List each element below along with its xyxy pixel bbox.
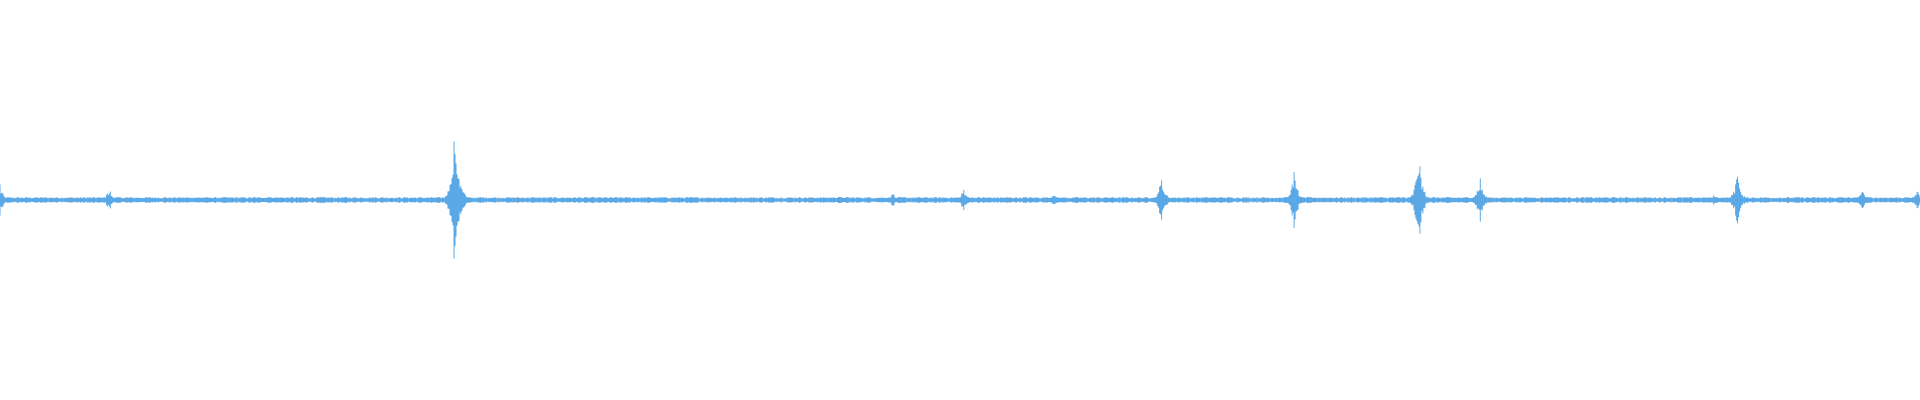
waveform-spike <box>882 194 904 206</box>
waveform-spike <box>1851 192 1873 208</box>
waveform-spike-path <box>1408 166 1430 234</box>
waveform-spike <box>1283 172 1305 228</box>
waveform-spike <box>1408 166 1430 234</box>
waveform-spike-path <box>450 186 472 214</box>
waveform-spike-path <box>1151 180 1173 220</box>
waveform-spike-path <box>882 194 904 206</box>
waveform-spike-path <box>98 191 120 209</box>
waveform-spike <box>1907 191 1920 209</box>
waveform-spike-path <box>1283 172 1305 228</box>
waveform-spike-path <box>1469 178 1491 222</box>
waveform-spike <box>193 197 214 203</box>
waveform-spike-path <box>1907 191 1920 209</box>
waveform-spike <box>828 196 850 204</box>
waveform-spike-path <box>1727 176 1749 224</box>
waveform-spike-path <box>828 196 850 204</box>
waveform-spike <box>1151 180 1173 220</box>
waveform-spike <box>258 196 280 204</box>
waveform-spike <box>1204 197 1226 203</box>
waveform-spike <box>450 186 472 214</box>
waveform-spike-path <box>1851 192 1873 208</box>
waveform-spike-path <box>1043 196 1065 204</box>
waveform-spike-path <box>1544 197 1566 203</box>
waveform-spike-path <box>193 197 214 203</box>
waveform-spike <box>1043 196 1065 204</box>
waveform-spike-path <box>258 196 280 204</box>
waveform-spike <box>1469 178 1491 222</box>
waveform-spike-path <box>0 184 11 216</box>
waveform-spike <box>1704 195 1726 205</box>
waveform-spike-path <box>953 189 975 211</box>
waveform-spike-path <box>1704 195 1726 205</box>
waveform-spike-path <box>1204 197 1226 203</box>
waveform-spike <box>1544 197 1566 203</box>
waveform-spike <box>98 191 120 209</box>
waveform-spike <box>0 184 11 216</box>
waveform-spike <box>1727 176 1749 224</box>
waveform-spike <box>953 189 975 211</box>
